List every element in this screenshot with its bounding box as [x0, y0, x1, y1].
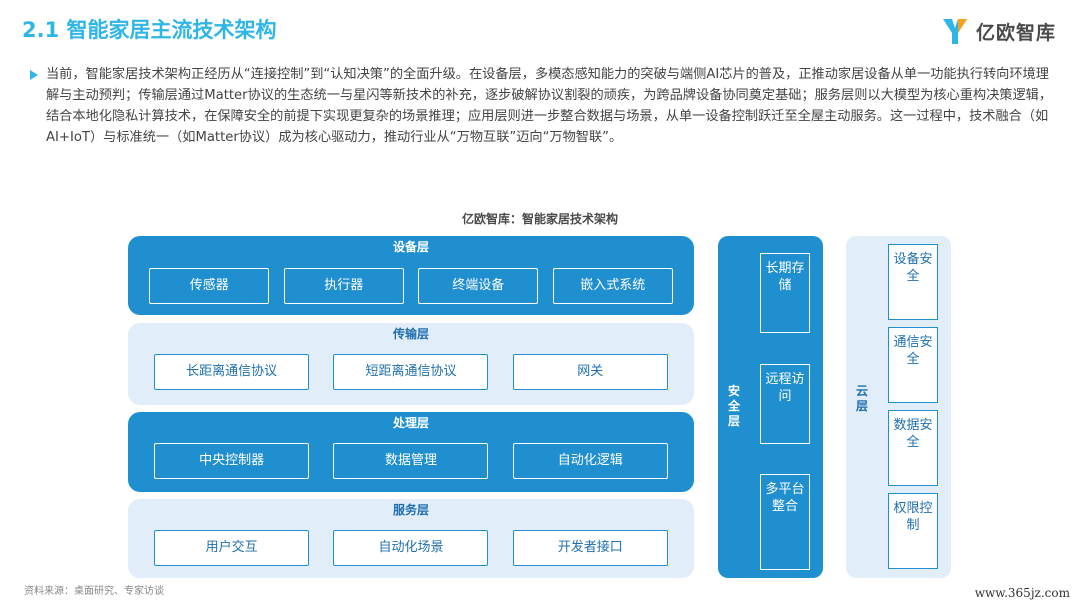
layer-transport: 传输层 长距离通信协议 短距离通信协议 网关 — [128, 323, 694, 405]
layer-item: 中央控制器 — [154, 443, 310, 479]
layer-title: 服务层 — [392, 503, 429, 517]
layer-device: 设备层 传感器 执行器 终端设备 嵌入式系统 — [128, 236, 694, 315]
cloud-item: 权限控制 — [888, 493, 938, 569]
page-title: 2.1 智能家居主流技术架构 — [22, 18, 277, 42]
layer-item: 长距离通信协议 — [154, 354, 310, 390]
cloud-item: 设备安全 — [888, 244, 938, 320]
security-layer-title: 安全层 — [727, 384, 740, 428]
diagram-title: 亿欧智库：智能家居技术架构 — [461, 212, 618, 226]
layer-item: 用户交互 — [154, 530, 310, 566]
brand-name: 亿欧智库 — [975, 21, 1056, 44]
layer-item: 终端设备 — [418, 268, 539, 304]
security-item: 多平台整合 — [760, 474, 810, 570]
layer-item: 自动化逻辑 — [512, 443, 668, 479]
layer-title: 处理层 — [392, 416, 429, 430]
security-item: 远程访问 — [760, 364, 810, 444]
layer-item: 开发者接口 — [512, 530, 668, 566]
layer-item: 传感器 — [149, 268, 270, 304]
bullet-icon — [30, 70, 38, 80]
watermark: www.365jz.com — [974, 586, 1070, 600]
cloud-layer-title: 云层 — [855, 384, 868, 413]
layer-processing: 处理层 中央控制器 数据管理 自动化逻辑 — [128, 412, 694, 492]
security-layer-panel: 安全层 长期存储 远程访问 多平台整合 — [718, 236, 823, 578]
layer-service: 服务层 用户交互 自动化场景 开发者接口 — [128, 499, 694, 578]
security-item: 长期存储 — [760, 253, 810, 333]
cloud-item: 数据安全 — [888, 410, 938, 486]
layer-item: 执行器 — [283, 268, 404, 304]
intro-text: 当前，智能家居技术架构正经历从“连接控制”到“认知决策”的全面升级。在设备层，多… — [46, 67, 1053, 145]
intro-paragraph: 当前，智能家居技术架构正经历从“连接控制”到“认知决策”的全面升级。在设备层，多… — [30, 64, 1060, 148]
layer-title: 传输层 — [392, 327, 429, 341]
source-note: 资料来源：桌面研究、专家访谈 — [24, 586, 164, 597]
layer-title: 设备层 — [392, 240, 429, 254]
layer-item: 短距离通信协议 — [333, 354, 489, 390]
layer-item: 自动化场景 — [333, 530, 489, 566]
logo-icon — [942, 19, 967, 44]
layer-item: 数据管理 — [333, 443, 489, 479]
cloud-item: 通信安全 — [888, 327, 938, 403]
layer-item: 网关 — [512, 354, 668, 390]
cloud-layer-panel: 云层 设备安全 通信安全 数据安全 权限控制 — [846, 236, 951, 578]
layer-item: 嵌入式系统 — [552, 268, 673, 304]
brand-logo: 亿欧智库 — [940, 16, 1056, 46]
